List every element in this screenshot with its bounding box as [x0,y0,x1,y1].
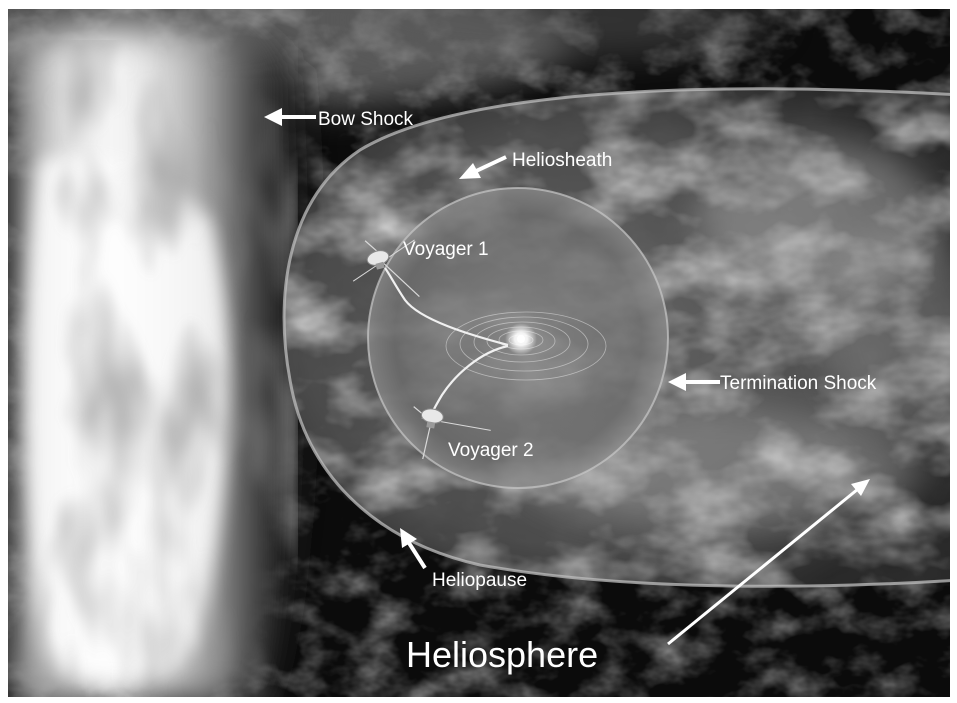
voyager1-label: Voyager 1 [403,239,489,260]
heliosphere-label: Heliosphere [406,634,598,675]
heliosheath-label: Heliosheath [512,150,612,171]
voyager2-label: Voyager 2 [448,440,534,461]
bow-shock-region [8,30,311,700]
termination-shock-label: Termination Shock [720,373,877,394]
heliopause-label: Heliopause [432,570,527,591]
bow-shock-label: Bow Shock [318,109,414,130]
